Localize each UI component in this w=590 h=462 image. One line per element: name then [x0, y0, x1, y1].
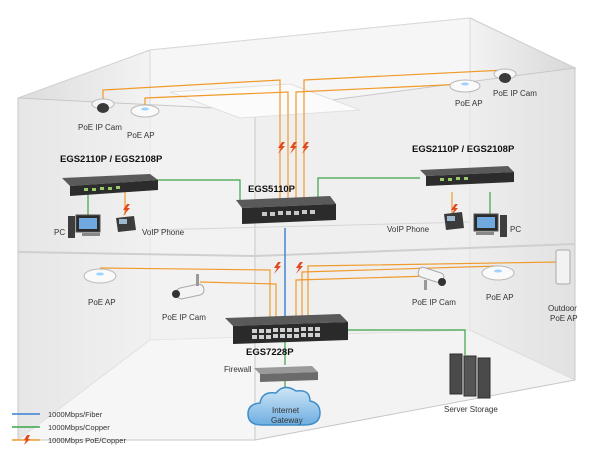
- poe-link-top-ap-left: [144, 91, 289, 205]
- bolt-icon: [302, 142, 309, 154]
- internet-gateway: Internet Gateway: [247, 386, 321, 426]
- right-switch-label: EGS2110P / EGS2108P: [412, 144, 515, 155]
- legend-copper-label: 1000Mbps/Copper: [48, 423, 110, 432]
- left-voip-phone: VoIP Phone: [116, 216, 185, 237]
- center-switch-label: EGS5110P: [248, 184, 296, 195]
- legend-poe-label: 1000Mbps PoE/Copper: [48, 436, 126, 445]
- lower-right-ap: PoE AP: [481, 265, 515, 302]
- top-right-ap: PoE AP: [449, 79, 483, 108]
- left-switch-label: EGS2110P / EGS2108P: [60, 154, 163, 165]
- core-switch-label: EGS7228P: [246, 347, 294, 358]
- outdoor-ap: Outdoor PoE AP: [548, 249, 578, 323]
- poe-link-top-cam-left: [102, 79, 281, 205]
- core-switch: EGS7228P: [225, 314, 348, 358]
- ceiling-panel: [169, 83, 361, 119]
- bolt-icon: [24, 435, 30, 445]
- building: [17, 17, 577, 442]
- poe-link-lower-left-cam: [199, 281, 277, 318]
- copper-link-server: [345, 329, 466, 355]
- left-pc-label: PC: [54, 228, 65, 237]
- poe-bolts: [123, 142, 458, 274]
- lower-left-cam-label: PoE IP Cam: [162, 313, 206, 322]
- poe-link-lower-right-cam: [295, 275, 431, 318]
- right-switch: EGS2110P / EGS2108P: [412, 144, 515, 186]
- firewall-label: Firewall: [224, 365, 252, 374]
- bolt-icon: [296, 262, 303, 274]
- poe-link-lower-right-ap: [301, 265, 499, 318]
- lower-right-ap-label: PoE AP: [486, 293, 514, 302]
- bolt-icon: [123, 204, 130, 216]
- lower-right-ip-cam: PoE IP Cam: [412, 266, 456, 307]
- firewall: Firewall: [224, 365, 318, 382]
- right-pc: PC: [473, 213, 521, 237]
- poe-link-outdoor-ap: [307, 261, 561, 318]
- floor-divider-right: [254, 243, 576, 257]
- floor-divider-back: [149, 221, 471, 231]
- copper-link-right-switch: [317, 177, 420, 205]
- top-left-ip-cam: PoE IP Cam: [78, 98, 122, 132]
- right-pc-label: PC: [510, 225, 521, 234]
- bolt-icon: [274, 262, 281, 274]
- cloud-icon: [247, 386, 321, 426]
- top-left-cam-label: PoE IP Cam: [78, 123, 122, 132]
- top-left-ap-label: PoE AP: [127, 131, 155, 140]
- lower-left-ip-cam: PoE IP Cam: [162, 274, 206, 322]
- bolt-icon: [451, 204, 458, 216]
- right-phone-label: VoIP Phone: [387, 225, 430, 234]
- left-phone-label: VoIP Phone: [142, 228, 185, 237]
- gateway-label-line2: Gateway: [271, 416, 303, 425]
- lower-left-ap: PoE AP: [83, 268, 117, 307]
- top-right-ip-cam: PoE IP Cam: [493, 68, 537, 98]
- outdoor-ap-label-line2: PoE AP: [550, 314, 578, 323]
- lower-left-ap-label: PoE AP: [88, 298, 116, 307]
- top-right-ap-label: PoE AP: [455, 99, 483, 108]
- legend-fiber-label: 1000Mbps/Fiber: [48, 410, 103, 419]
- bolt-icon: [290, 142, 297, 154]
- outdoor-ap-label-line1: Outdoor: [548, 304, 577, 313]
- floor-divider-left: [17, 251, 256, 257]
- bolt-icon: [278, 142, 285, 154]
- server-storage-label: Server Storage: [444, 405, 498, 414]
- copper-link-left-switch: [155, 179, 241, 205]
- top-right-cam-label: PoE IP Cam: [493, 89, 537, 98]
- left-pc: PC: [54, 214, 101, 238]
- legend: 1000Mbps/Fiber 1000Mbps/Copper 1000Mbps …: [12, 410, 126, 445]
- gateway-label-line1: Internet: [272, 406, 300, 415]
- lower-right-cam-label: PoE IP Cam: [412, 298, 456, 307]
- server-storage: Server Storage: [444, 353, 498, 414]
- top-left-ap: PoE AP: [127, 104, 160, 140]
- poe-link-lower-left-ap: [99, 267, 271, 318]
- right-voip-phone: VoIP Phone: [387, 212, 464, 234]
- center-switch: EGS5110P: [236, 184, 336, 224]
- left-switch: EGS2110P / EGS2108P: [60, 154, 163, 196]
